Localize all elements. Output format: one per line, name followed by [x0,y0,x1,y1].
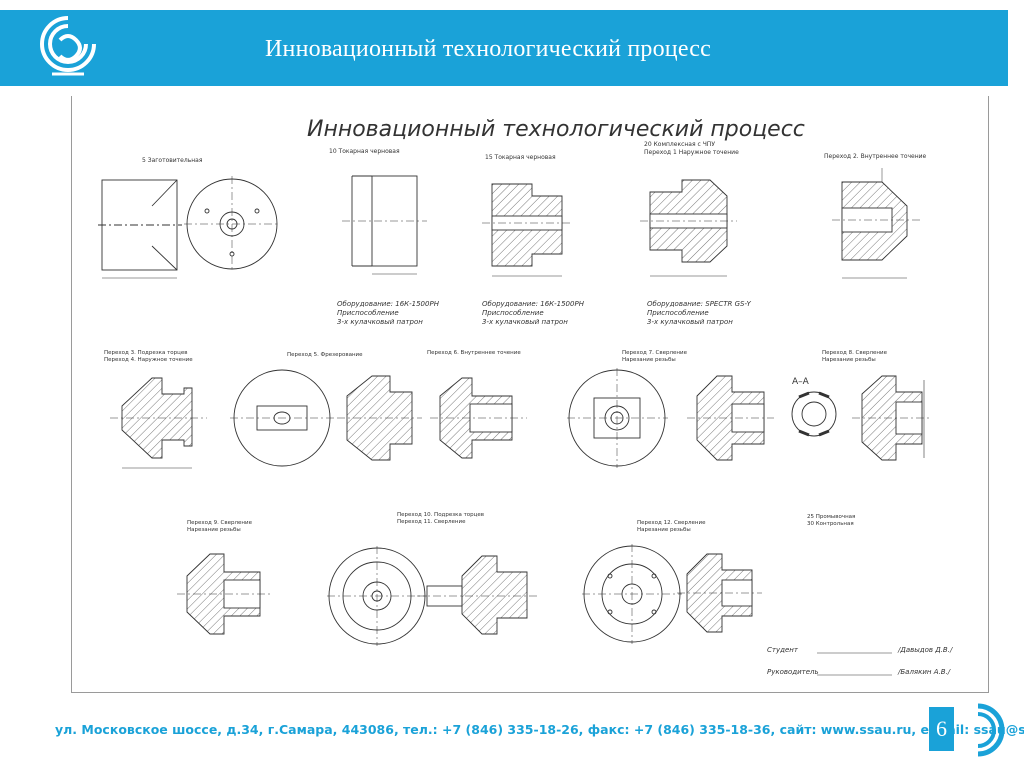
transition7-side-view [687,375,774,461]
transition9-drawing [177,553,270,635]
op20-label: 20 Комплексная с ЧПУ [644,141,715,148]
transition6-drawing [430,377,527,459]
svg-text:3-х кулачковый патрон: 3-х кулачковый патрон [482,318,568,326]
transition5-end-view [230,369,334,467]
op20-transition2-label: Переход 2. Внутреннее точение [824,153,927,160]
transition10-side-view [417,555,537,635]
page-number: 6 [929,707,954,751]
svg-text:Приспособление: Приспособление [482,309,544,317]
slide-title: Инновационный технологический процесс [265,36,712,62]
student-name: /Давыдов Д.В./ [897,646,953,654]
op10-drawing [342,175,427,275]
transition12-thread-label: Нарезание резьбы [637,527,691,533]
svg-text:3-х кулачковый патрон: 3-х кулачковый патрон [337,318,423,326]
footer-logo-icon [977,703,1005,757]
transition7-thread-label: Нарезание резьбы [622,357,676,363]
svg-text:Приспособление: Приспособление [337,309,399,317]
signature-block: Студент /Давыдов Д.В./ Руководитель /Бал… [767,646,953,676]
svg-text:Оборудование: 16К-1500РН: Оборудование: 16К-1500РН [482,300,585,308]
svg-text:Оборудование: SPECTR GS-Y: Оборудование: SPECTR GS-Y [647,300,751,308]
blank-end-view [184,176,280,272]
transition8-label: Переход 8. Сверление [822,350,888,356]
transition9-thread-label: Нарезание резьбы [187,527,241,533]
transition10-label: Переход 10. Подрезка торцев [397,512,484,518]
technical-drawing: Инновационный технологический процесс 5 … [71,96,989,693]
student-label: Студент [767,646,799,654]
transition5-label: Переход 5. Фрезерование [287,352,363,358]
equipment-note-1: Оборудование: 16К-1500РН Приспособление … [337,300,440,326]
header-bar [0,10,1008,86]
footer-contacts: ул. Московское шоссе, д.34, г.Самара, 44… [55,722,1024,737]
header-right-strip [1008,0,1024,96]
transition3-drawing [110,377,207,469]
transition4-label: Переход 4. Наружное точение [104,357,193,363]
university-logo-icon [40,16,96,76]
op20-t2-drawing [832,168,922,279]
section-label: А–А [792,377,810,387]
equipment-note-3: Оборудование: SPECTR GS-Y Приспособление… [647,300,751,326]
transition12-side-view [677,553,762,633]
transition9-label: Переход 9. Сверление [187,520,253,526]
svg-text:Оборудование: 16К-1500РН: Оборудование: 16К-1500РН [337,300,440,308]
transition8-drawing [852,375,932,461]
svg-text:Приспособление: Приспособление [647,309,709,317]
slide-header: Инновационный технологический процесс [0,0,1024,96]
transition10-end-view [327,546,427,646]
transition12-end-view [582,544,682,644]
op25-label: 25 Промывочная [807,514,855,520]
drawing-title: Инновационный технологический процесс [307,117,805,142]
transition8-thread-label: Нарезание резьбы [822,357,876,363]
transition6-label: Переход 6. Внутреннее точение [427,350,521,356]
transition11-label: Переход 11. Сверление [397,519,466,525]
op30-label: 30 Контрольная [807,521,854,527]
svg-text:3-х кулачковый патрон: 3-х кулачковый патрон [647,318,733,326]
transition3-label: Переход 3. Подрезка торцев [104,350,188,356]
equipment-note-2: Оборудование: 16К-1500РН Приспособление … [482,300,585,326]
transition12-label: Переход 12. Сверление [637,520,706,526]
transition5-side-view [337,375,422,461]
blank-side-view [98,179,182,279]
op15-drawing [482,183,572,277]
supervisor-name: /Балякин А.В./ [897,668,951,676]
op5-label: 5 Заготовительная [142,157,203,164]
op15-label: 15 Токарная черновая [485,154,556,161]
transition7-label: Переход 7. Сверление [622,350,688,356]
supervisor-label: Руководитель [767,668,819,676]
op20-transition1-label: Переход 1 Наружное точение [644,149,739,156]
op10-label: 10 Токарная черновая [329,148,400,155]
op20-t1-drawing [640,179,737,277]
drawing-canvas: Инновационный технологический процесс 5 … [98,117,953,676]
transition7-end-view [567,368,668,468]
section-aa-view [791,391,837,437]
